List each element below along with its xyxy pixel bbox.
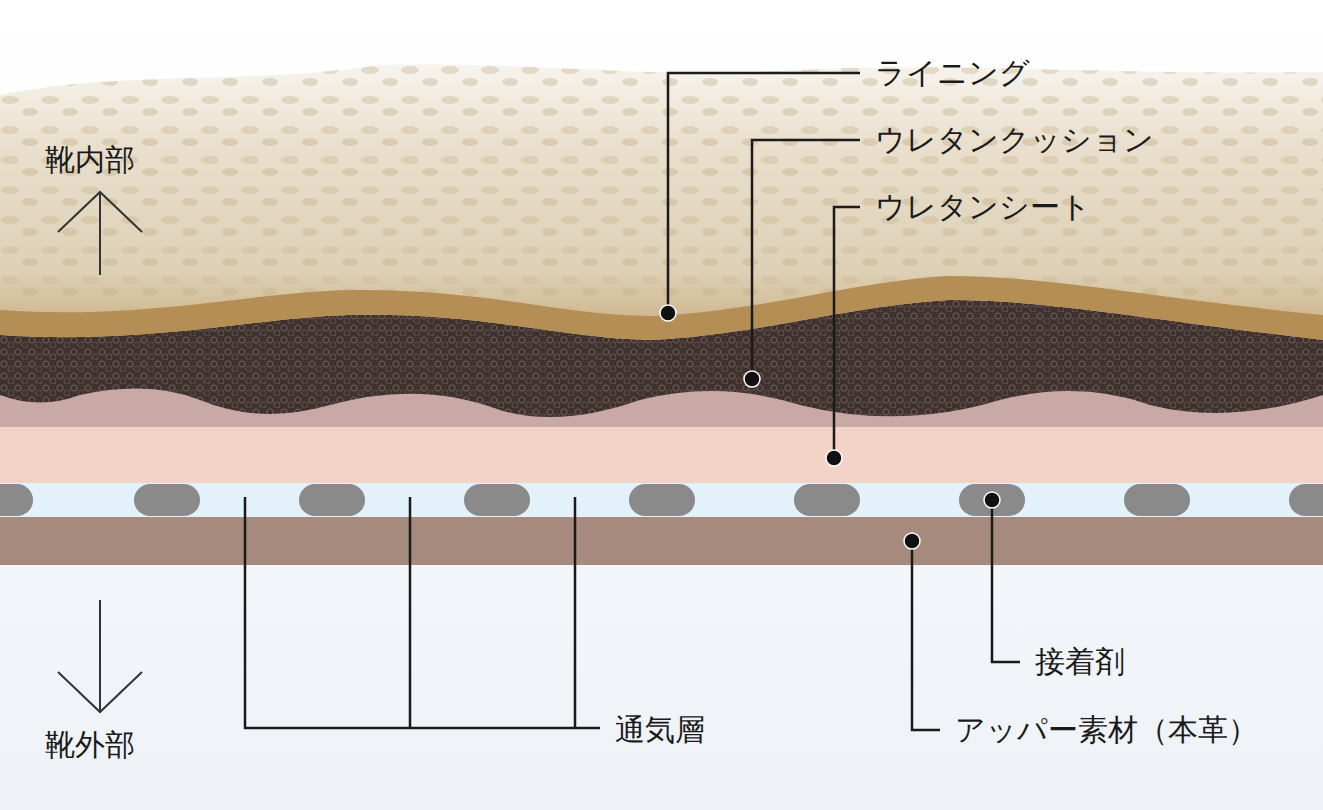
part-label: ライニング (875, 55, 1030, 91)
leader-dots (660, 305, 1000, 549)
lining (0, 64, 1323, 340)
direction-label: 靴外部 (45, 727, 135, 763)
part-label: ウレタンクッション (875, 122, 1154, 158)
part-label: ウレタンシート (875, 189, 1091, 225)
adhesive-dots (0, 484, 1323, 516)
lining-base (0, 276, 1323, 340)
direction-label: 靴内部 (45, 142, 135, 178)
direction-arrows (58, 192, 142, 712)
air-layer (0, 483, 1323, 517)
part-label: 接着剤 (1035, 644, 1125, 680)
urethane-sheet (0, 427, 1323, 483)
upper-leather (0, 517, 1323, 565)
lining-texture (0, 64, 1323, 340)
part-label: アッパー素材（本革） (955, 712, 1258, 748)
leader-lines (244, 73, 1020, 730)
part-label: 通気層 (615, 712, 705, 748)
cushion-gap (0, 389, 1323, 427)
